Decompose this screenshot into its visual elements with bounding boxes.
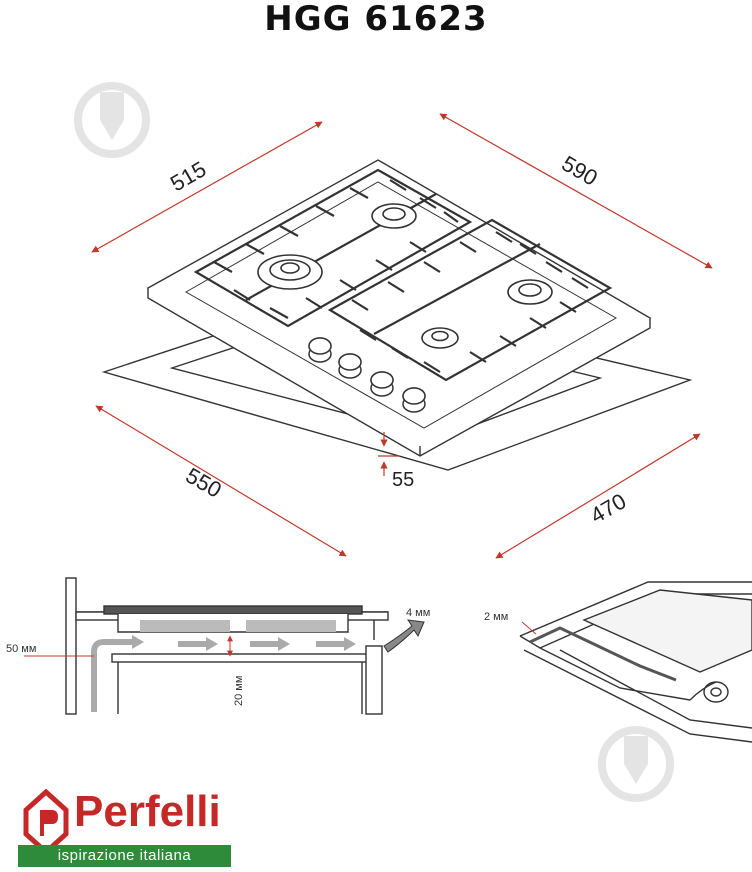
seal-marker: [521, 621, 537, 635]
air-gap-marker: [24, 635, 233, 657]
watermark-icon: [598, 726, 674, 802]
wall-gap-label: 50 мм: [6, 643, 36, 655]
dim-height: 55: [392, 469, 414, 491]
control-knobs: [308, 337, 426, 413]
product-title: HGG 61623: [264, 0, 488, 39]
air-gap-label: 20 мм: [233, 676, 245, 706]
seal-label: 2 мм: [484, 611, 508, 623]
cabinet-section: [65, 577, 389, 715]
dim-cutout-depth: 470: [586, 488, 630, 528]
burner-small: [421, 327, 459, 349]
perfelli-logo-icon: [23, 788, 69, 856]
brand-slogan: ispirazione italiana: [18, 845, 231, 867]
dim-cutout-width: 550: [182, 463, 226, 503]
burner-medium-back: [371, 203, 417, 229]
airflow-arrows: [91, 639, 344, 712]
watermark-icon: [74, 82, 150, 158]
dim-depth-top: 515: [166, 156, 210, 196]
seal-detail: [519, 581, 752, 743]
vent-gap-label: 4 мм: [406, 607, 430, 619]
brand-name: Perfelli: [74, 787, 221, 836]
dimension-lines: [91, 113, 713, 559]
airflow-arrowheads: [132, 635, 356, 651]
burner-large: [257, 254, 323, 290]
burner-medium-right: [507, 279, 553, 305]
vent-arrow-icon: [383, 619, 425, 653]
